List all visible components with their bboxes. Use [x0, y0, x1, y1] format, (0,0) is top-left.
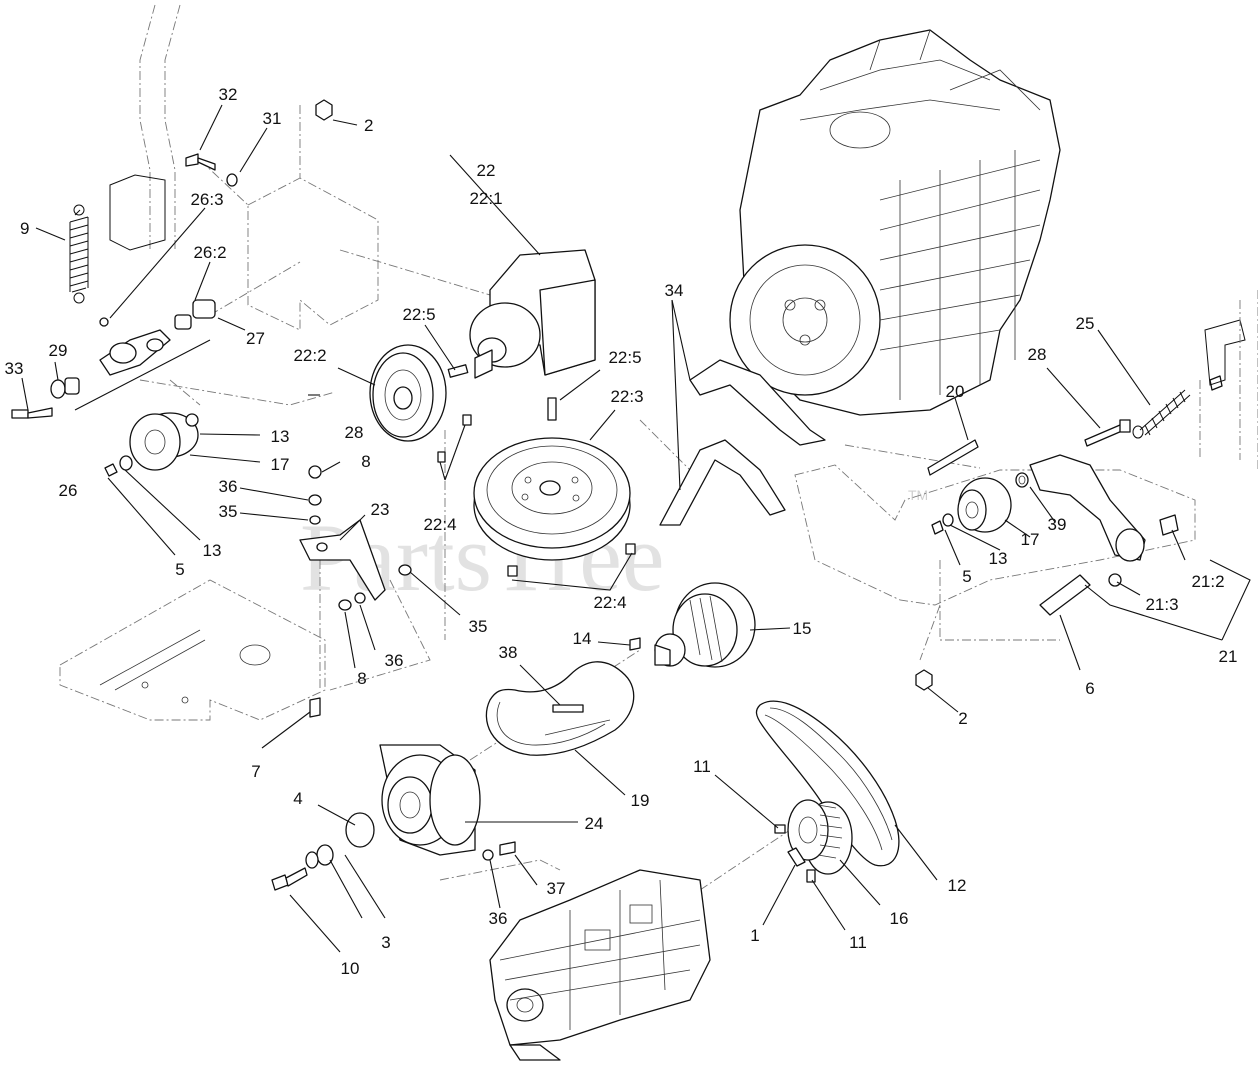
callout-14: 14 — [573, 629, 592, 648]
part-12-belt — [755, 700, 900, 867]
callout-16: 16 — [890, 909, 909, 928]
callout-37: 37 — [547, 879, 566, 898]
callout-38: 38 — [499, 643, 518, 662]
part-22-3-large-pulley — [473, 437, 636, 577]
callout-20: 20 — [946, 382, 965, 401]
callout-17-left: 17 — [271, 455, 290, 474]
watermark-trademark: TM — [908, 487, 928, 503]
callout-5-left: 5 — [175, 560, 184, 579]
frame-upright — [109, 4, 181, 251]
callout-36-lower: 36 — [489, 909, 508, 928]
callout-23: 23 — [371, 500, 390, 519]
callout-22-5-left: 22:5 — [402, 305, 435, 324]
part-26-idler-arm — [11, 299, 216, 419]
part-22-gearbox — [447, 249, 596, 421]
callout-15: 15 — [793, 619, 812, 638]
callout-34: 34 — [665, 281, 684, 300]
callout-21-2: 21:2 — [1191, 572, 1224, 591]
callout-28-right: 28 — [1028, 345, 1047, 364]
callout-26: 26 — [59, 481, 78, 500]
callout-22-1: 22:1 — [469, 189, 502, 208]
part-17-idler-pulley-left — [104, 412, 199, 477]
callout-32: 32 — [219, 85, 238, 104]
part-24-clutch — [271, 744, 516, 891]
callout-21: 21 — [1219, 647, 1238, 666]
callout-2-top: 2 — [364, 116, 373, 135]
right-idler-assembly — [915, 290, 1258, 691]
callout-17-right: 17 — [1021, 530, 1040, 549]
callout-22-4-right: 22:4 — [593, 593, 626, 612]
part-22-2-pulley — [369, 344, 472, 463]
callout-4: 4 — [293, 789, 302, 808]
callout-8-upper: 8 — [361, 452, 370, 471]
callout-9: 9 — [20, 219, 29, 238]
callout-39: 39 — [1048, 515, 1067, 534]
callout-24: 24 — [585, 814, 604, 833]
callout-21-3: 21:3 — [1145, 595, 1178, 614]
part-23-bracket — [299, 465, 412, 718]
callout-10: 10 — [341, 959, 360, 978]
callout-35-lower: 35 — [469, 617, 488, 636]
part-15-pto-clutch — [629, 582, 756, 668]
part-34-belt-guide — [659, 359, 826, 526]
callout-12: 12 — [948, 876, 967, 895]
callout-3: 3 — [381, 933, 390, 952]
callout-22-4-left: 22:4 — [423, 515, 456, 534]
callout-13-lower: 13 — [203, 541, 222, 560]
callout-22-2: 22:2 — [293, 346, 326, 365]
leader-lines — [21, 104, 1251, 953]
callout-33: 33 — [5, 359, 24, 378]
callout-1: 1 — [750, 926, 759, 945]
callout-25: 25 — [1076, 314, 1095, 333]
base-plate — [99, 629, 271, 704]
part-19-belt — [485, 661, 635, 756]
callout-26-3: 26:3 — [190, 190, 223, 209]
callout-31: 31 — [263, 109, 282, 128]
part-9-spring — [69, 204, 89, 304]
callout-35-upper: 35 — [219, 502, 238, 521]
callout-22-3: 22:3 — [610, 387, 643, 406]
callout-labels: 32 31 2 22 22:1 26:3 9 26:2 34 25 27 22:… — [5, 85, 1238, 978]
hardware-top — [185, 99, 333, 187]
callout-7: 7 — [251, 762, 260, 781]
callout-6: 6 — [1085, 679, 1094, 698]
callout-19: 19 — [631, 791, 650, 810]
callout-28-left: 28 — [345, 423, 364, 442]
callout-13-right: 13 — [989, 549, 1008, 568]
callout-11-lower: 11 — [849, 933, 867, 952]
callout-5-right: 5 — [962, 567, 971, 586]
callout-26-2: 26:2 — [193, 243, 226, 262]
hydro-pump — [489, 869, 711, 1061]
callout-11-upper: 11 — [693, 757, 711, 776]
callout-22-5-right: 22:5 — [608, 348, 641, 367]
callout-2-bottom: 2 — [958, 709, 967, 728]
callout-22: 22 — [477, 161, 496, 180]
callout-8-lower: 8 — [357, 669, 366, 688]
engine — [729, 29, 1061, 416]
callout-36-upper: 36 — [219, 477, 238, 496]
part-16-pulley — [774, 799, 853, 883]
callout-29: 29 — [49, 341, 68, 360]
callout-13-upper: 13 — [271, 427, 290, 446]
callout-27: 27 — [246, 329, 265, 348]
callout-36-middle: 36 — [385, 651, 404, 670]
